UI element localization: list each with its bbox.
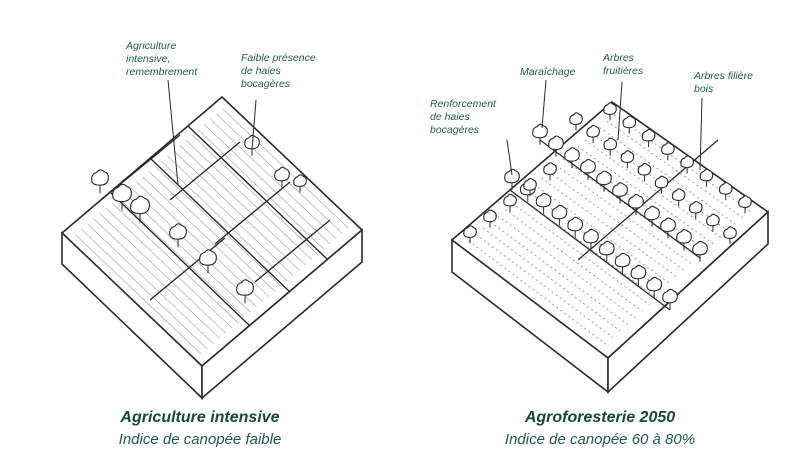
field-furrows [68,108,350,360]
tree-icon [723,226,737,245]
tree-icon [504,168,520,190]
caption-subtitle-agroforestry: Indice de canopée 60 à 80% [504,431,696,448]
tree-icon [706,213,720,232]
block-right-face [201,228,363,400]
tree-icon [718,182,733,201]
leader-line-fruit [617,81,623,141]
tree-icon [630,264,647,286]
tree-icon [646,276,663,298]
tree-icon [543,162,557,181]
label-hedge-reinforcement: Renforcement de haies bocagères [430,98,496,136]
tree-icon [671,188,686,207]
leader-line-wood [699,97,703,171]
tree-icon [586,124,600,144]
tree-icon [551,204,568,226]
tree-icon [532,123,548,145]
tree-icon [199,249,217,274]
tree-icon [564,147,580,169]
tree-icon [660,217,676,239]
block-right-face [607,210,769,394]
tree-icon [620,150,635,169]
tree-icon [692,240,708,262]
panel-agroforestry: Renforcement de haies bocagères Maraîcha… [400,0,800,459]
leader-line-agriculture [167,79,179,186]
tree-icon [244,134,260,156]
tree-icon [463,225,477,244]
tree-icon [637,162,652,182]
tree-icon [662,288,678,310]
tree-icon [567,216,584,238]
tree-icon [130,195,150,223]
tree-icon [661,142,675,161]
tree-icon [596,170,612,192]
panel-intensive-agriculture: Agriculture intensive, remembrement Faib… [60,40,364,448]
tree-rows [463,102,752,310]
tree-icon [680,155,694,174]
tree-icon [641,128,656,147]
label-fruit-trees: Arbres fruitières [603,52,644,77]
tree-icon [598,240,615,262]
hedge-row [91,134,307,304]
tree-icon [689,200,703,220]
leader-line-market [541,79,547,129]
intensive-farm-block [60,79,364,400]
tree-icon [580,158,596,180]
label-market-gardening: Maraîchage [520,66,576,78]
caption-title-intensive: Agriculture intensive [120,409,280,426]
tree-icon [483,209,497,228]
caption-title-agroforestry: Agroforesterie 2050 [524,409,676,426]
tree-icon [548,135,564,157]
tree-icon [169,223,187,248]
field-boundaries [95,125,331,327]
caption-subtitle-intensive: Indice de canopée faible [118,431,282,448]
tree-icon [236,279,254,304]
tree-icon [603,137,618,156]
leader-line-reinforcement [506,139,513,176]
tree-icon [676,229,692,251]
tree-icon [293,174,307,193]
tree-icon [523,178,537,197]
tree-icon [622,115,637,134]
tree-icon [612,182,628,204]
tree-icon [628,193,644,215]
tree-icon [569,112,583,131]
tree-icon [503,193,517,212]
tree-icon [603,102,617,121]
agroforestry-farm-block [450,79,770,394]
tree-icon [699,168,714,187]
tree-icon [91,169,109,194]
tree-icon [583,228,599,250]
tree-icon [738,195,752,214]
label-intensive-agriculture: Agriculture intensive, remembrement [126,40,198,78]
tree-icon [654,175,669,194]
tree-icon [644,205,660,227]
label-low-hedges: Faible présence de haies bocagères [241,52,316,90]
leader-line-hedges [251,99,257,151]
tree-icon [614,252,631,274]
tree-icon [535,192,552,214]
tree-icon [112,183,132,211]
tree-icon [274,166,290,188]
label-timber-trees: Arbres filière bois [694,70,753,95]
